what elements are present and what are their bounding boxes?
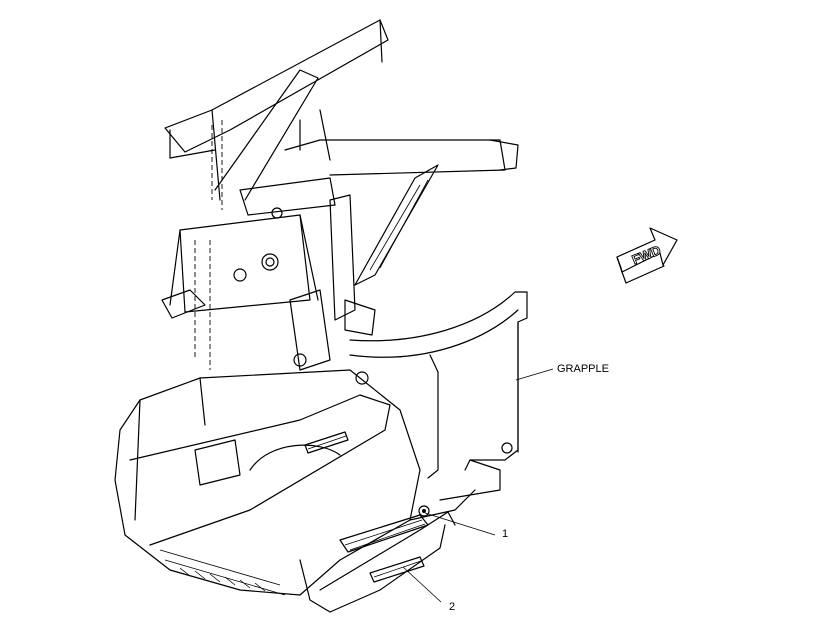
grapple-base xyxy=(114,369,476,613)
mounting-frame xyxy=(161,194,376,385)
callout-1-label: 1 xyxy=(502,528,508,540)
callout-2-label: 2 xyxy=(449,601,455,613)
leader-lines xyxy=(402,368,554,603)
forward-arrow: FWD xyxy=(616,227,678,284)
step-grates xyxy=(179,431,429,592)
boom-arm xyxy=(164,19,519,286)
grapple-label: GRAPPLE xyxy=(557,363,609,375)
forward-arrow-label: FWD xyxy=(630,242,663,267)
grapple-tong xyxy=(349,291,528,501)
